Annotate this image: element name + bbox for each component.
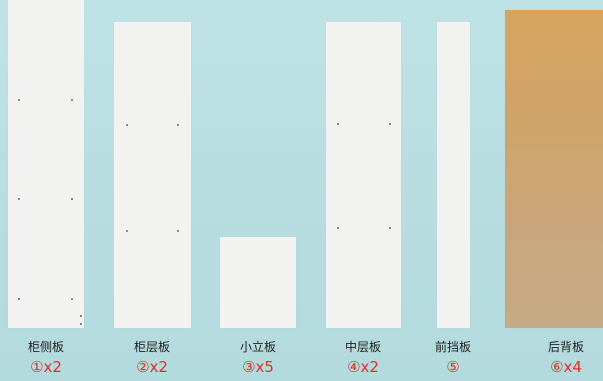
- small-vertical-board: [220, 237, 296, 328]
- dowel-hole: [71, 99, 73, 101]
- dowel-hole: [71, 298, 73, 300]
- side-panel-board: [8, 0, 84, 328]
- panel-number: ④: [347, 358, 361, 376]
- panel-count: x5: [255, 358, 274, 376]
- panel-quantity: ①x2: [16, 358, 76, 376]
- panel-name: 柜层板: [133, 340, 170, 354]
- panel-name: 中层板: [344, 340, 381, 354]
- middle-shelf-board: [326, 22, 401, 328]
- panel-count: x4: [563, 358, 582, 376]
- dowel-hole: [177, 124, 179, 126]
- dowel-hole: [389, 123, 391, 125]
- dowel-hole: [71, 198, 73, 200]
- dowel-hole: [389, 227, 391, 229]
- panel-number: ⑤: [446, 358, 460, 376]
- dowel-hole: [337, 227, 339, 229]
- panel-number: ⑥: [550, 358, 564, 376]
- dowel-hole: [18, 298, 20, 300]
- dowel-hole: [18, 198, 20, 200]
- panel-quantity: ④x2: [333, 358, 393, 376]
- dowel-hole: [80, 315, 82, 317]
- dowel-hole: [337, 123, 339, 125]
- panel-quantity: ②x2: [122, 358, 182, 376]
- panel-quantity: ⑤: [423, 358, 483, 376]
- panel-name: 小立板: [239, 340, 276, 354]
- panel-quantity: ③x5: [228, 358, 288, 376]
- dowel-hole: [126, 124, 128, 126]
- front-board: [437, 22, 470, 328]
- panel-count: x2: [149, 358, 168, 376]
- panel-number: ①: [30, 358, 44, 376]
- panel-count: x2: [43, 358, 62, 376]
- panel-number: ②: [136, 358, 150, 376]
- back-board: [505, 10, 603, 328]
- dowel-hole: [177, 230, 179, 232]
- dowel-hole: [126, 230, 128, 232]
- dowel-hole: [18, 99, 20, 101]
- panel-quantity: ⑥x4: [536, 358, 596, 376]
- panel-name: 后背板: [547, 340, 584, 354]
- cabinet-shelf-board: [114, 22, 191, 328]
- panel-name: 柜侧板: [27, 340, 64, 354]
- dowel-hole: [80, 323, 82, 325]
- panel-name: 前挡板: [434, 340, 471, 354]
- panel-number: ③: [242, 358, 256, 376]
- panel-count: x2: [360, 358, 379, 376]
